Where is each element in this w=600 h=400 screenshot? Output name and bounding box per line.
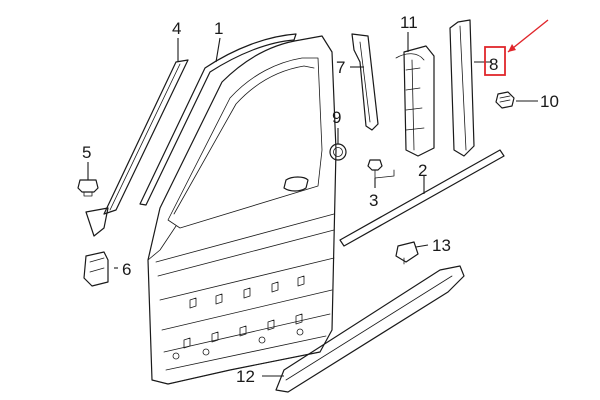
highlight-arrowhead [508, 44, 516, 52]
callout-9: 9 [332, 108, 341, 127]
callout-11: 11 [400, 13, 418, 32]
callout-7: 7 [336, 58, 345, 77]
leader-1 [215, 37, 221, 63]
part-fastener-10 [495, 91, 515, 109]
highlight-annotation [484, 19, 549, 76]
part-belt-molding-2 [339, 149, 505, 247]
callout-5: 5 [82, 143, 91, 162]
part-door-frame-molding [139, 33, 297, 206]
highlight-box [484, 46, 506, 76]
callout-3: 3 [369, 191, 378, 210]
part-bracket-6 [83, 251, 109, 287]
part-rocker-molding-12 [275, 265, 465, 393]
part-inner-trim-7 [351, 33, 379, 131]
part-b-pillar-bracket-11 [395, 45, 435, 157]
part-a-pillar-trim [85, 59, 189, 237]
callout-8: 8 [489, 55, 498, 74]
part-clip-5 [77, 179, 99, 197]
callout-2: 2 [418, 161, 427, 180]
part-b-pillar-applique-8 [449, 19, 475, 157]
leader-13 [415, 244, 429, 248]
callout-labels: 4 1 5 6 7 9 11 8 10 3 2 13 12 [82, 13, 559, 386]
callout-10: 10 [540, 92, 559, 111]
callout-6: 6 [122, 260, 131, 279]
leader-lines [87, 32, 538, 377]
callout-13: 13 [432, 236, 451, 255]
highlight-arrow [507, 19, 549, 53]
callout-4: 4 [172, 19, 181, 38]
callout-1: 1 [214, 19, 223, 38]
part-grommet-9 [329, 143, 347, 161]
part-clip-13 [395, 241, 419, 265]
part-front-door [147, 35, 337, 385]
part-bolt-3 [367, 159, 395, 179]
callout-12: 12 [236, 367, 255, 386]
